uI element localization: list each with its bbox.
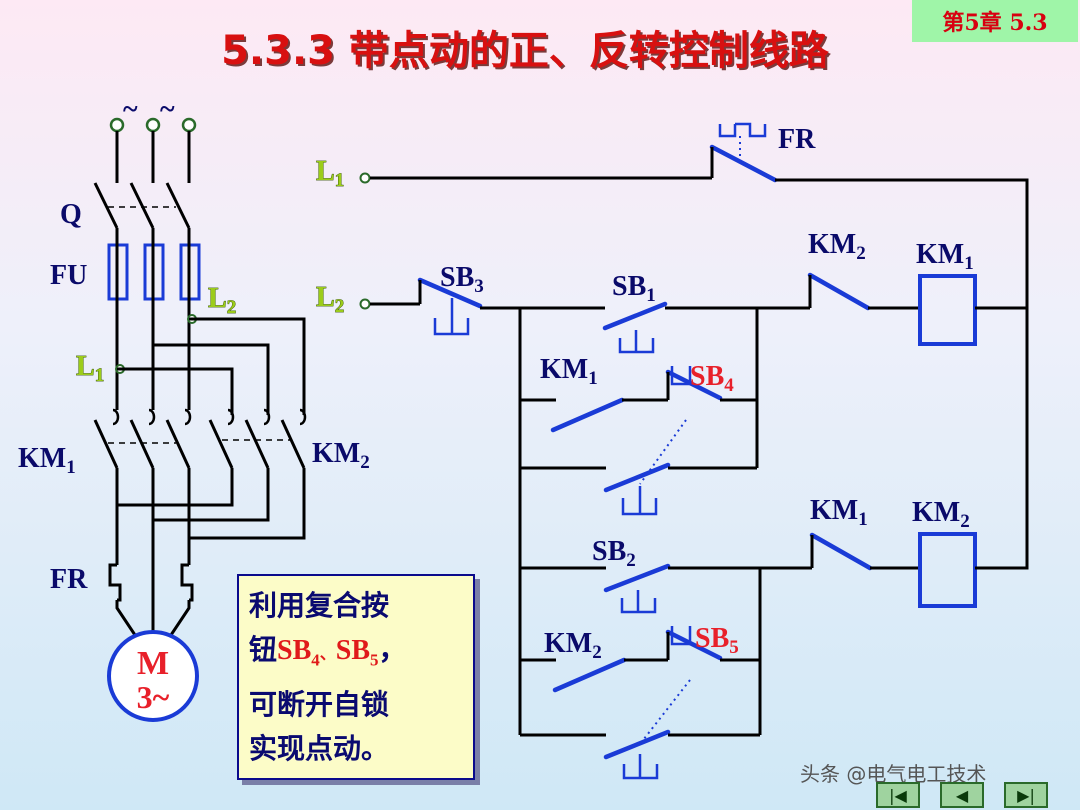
supply-terminal — [145, 117, 161, 133]
fr-contact-label: FR — [778, 124, 816, 155]
km2-interlock-label: KM2 — [808, 229, 866, 264]
ctrl-l2-label: L2 — [316, 282, 344, 317]
sb1-label: SB1 — [612, 271, 656, 306]
tap-l2-label: L2 — [208, 283, 236, 318]
nav-prev-button[interactable]: ◀ — [940, 782, 984, 808]
km2-selflock-label: KM2 — [544, 628, 602, 663]
note-line-3: 可断开自锁 — [249, 687, 390, 721]
supply-terminal — [181, 117, 197, 133]
km2-main-label: KM2 — [312, 438, 370, 473]
page-title: 5.3.3 带点动的正、反转控制线路 — [221, 28, 829, 74]
sb2-label: SB2 — [592, 536, 636, 571]
km2-coil — [918, 532, 977, 608]
km1-selflock-label: KM1 — [540, 354, 598, 389]
main-circuit: ~ ~ Q FU L2 L1 — [18, 94, 370, 722]
sb5-label: SB5 — [695, 623, 739, 658]
note-box: 利用复合按 钮SB4、SB5， 可断开自锁 实现点动。 — [237, 574, 475, 780]
control-circuit: L1 FR L2 SB3 SB1 — [316, 122, 1029, 780]
km2-coil-label: KM2 — [912, 497, 970, 532]
note-line-1: 利用复合按 — [249, 589, 390, 622]
motor-label: M — [137, 645, 169, 682]
note-line-4: 实现点动。 — [249, 731, 390, 765]
supply-terminal — [109, 117, 125, 133]
note-line-2: 钮SB4、SB5， — [249, 633, 407, 670]
supply-symbol: ~ — [160, 94, 175, 125]
sb4-label: SB4 — [690, 361, 734, 396]
motor-phase: 3~ — [137, 679, 170, 715]
sb3-label: SB3 — [440, 262, 484, 297]
fuse-label: FU — [50, 260, 87, 291]
nav-first-button[interactable]: |◀ — [876, 782, 920, 808]
km1-coil — [918, 274, 977, 346]
chapter-tag: 第5章 5.3 — [912, 0, 1078, 42]
km1-interlock-label: KM1 — [810, 495, 868, 530]
switch-label: Q — [60, 199, 82, 230]
ctrl-l1-label: L1 — [316, 156, 344, 191]
overload-label: FR — [50, 564, 88, 595]
supply-symbol: ~ — [123, 94, 138, 125]
tap-l1-label: L1 — [76, 351, 104, 386]
km1-coil-label: KM1 — [916, 239, 974, 274]
nav-last-button[interactable]: ▶| — [1004, 782, 1048, 808]
motor-symbol — [107, 630, 199, 722]
km1-main-label: KM1 — [18, 443, 76, 478]
